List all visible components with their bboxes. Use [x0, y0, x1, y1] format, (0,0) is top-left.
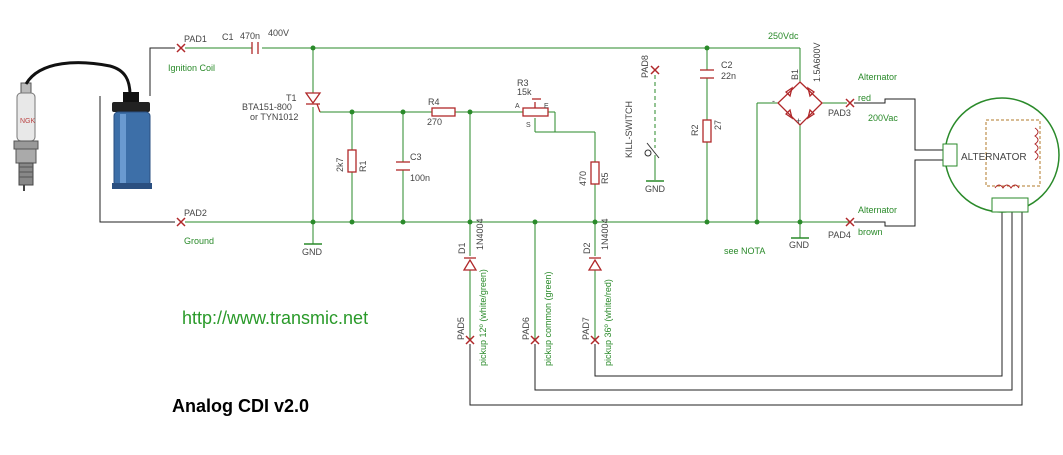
gnd-bridge: GND [789, 240, 809, 250]
gnd-kill: GND [645, 184, 665, 194]
pad5-label: PAD5 [456, 317, 466, 340]
spark-plug-icon: NGK [13, 82, 39, 191]
pickup6-label: pickup common (green) [543, 271, 553, 366]
kill-switch-label: KILL-SWITCH [624, 100, 634, 158]
pad8-label: PAD8 [640, 55, 650, 78]
r1-value: 2k7 [335, 157, 345, 172]
r3-value: 15k [517, 87, 532, 97]
pad2-label: PAD2 [184, 208, 207, 218]
t1-part: BTA151-800 [242, 102, 292, 112]
r4-name: R4 [428, 97, 440, 107]
brown-label: brown [858, 227, 883, 237]
see-nota-label: see NOTA [724, 246, 766, 256]
pad7-label: PAD7 [581, 317, 591, 340]
v250-label: 250Vdc [768, 31, 799, 41]
r5-name: R5 [600, 172, 610, 184]
r3-a: A [515, 103, 520, 110]
pad1-label: PAD1 [184, 34, 207, 44]
pad4-label: PAD4 [828, 230, 851, 240]
alternator-label-2: Alternator [858, 205, 898, 215]
c3-name: C3 [410, 152, 422, 162]
b1-name: B1 [790, 68, 800, 80]
ground-label: Ground [184, 236, 215, 246]
pad3-label: PAD3 [828, 108, 851, 118]
t1-alt: or TYN1012 [250, 112, 299, 122]
bridge-plus: + [796, 116, 802, 126]
r2-value: 27 [713, 119, 723, 130]
r3-name: R3 [517, 78, 529, 88]
alternator-text: ALTERNATOR [961, 152, 1027, 163]
d2-name: D2 [582, 242, 592, 254]
r5-value: 470 [578, 170, 588, 186]
d1-name: D1 [457, 242, 467, 254]
pickup7-label: pickup 36º (white/red) [603, 279, 613, 366]
red-label: red [858, 93, 872, 103]
ignition-coil-label: Ignition Coil [168, 63, 216, 73]
d2-part: 1N4004 [600, 218, 610, 250]
r3-e: E [544, 103, 549, 110]
website-link[interactable]: http://www.transmic.net [182, 308, 369, 328]
b1-part: 1.5A600V [812, 42, 822, 82]
pad6-label: PAD6 [521, 317, 531, 340]
bridge-minus: - [772, 96, 775, 106]
t1-name: T1 [286, 93, 297, 103]
c3-value: 100n [410, 173, 431, 183]
svg-text:NGK: NGK [20, 118, 36, 125]
c1-voltage: 400V [268, 28, 290, 38]
c1-name: C1 [222, 32, 234, 42]
ignition-coil-icon [112, 92, 152, 189]
v200-label: 200Vac [868, 113, 898, 123]
pickup5-label: pickup 12º (white/green) [478, 269, 488, 366]
r4-value: 270 [427, 117, 443, 127]
c2-name: C2 [721, 60, 733, 70]
r1-name: R1 [358, 160, 368, 172]
r3-s: S [526, 122, 531, 129]
r2-name: R2 [690, 124, 700, 136]
d1-part: 1N4004 [475, 218, 485, 250]
c1-value: 470n [240, 31, 261, 41]
c2-value: 22n [721, 71, 737, 81]
alternator-label-1: Alternator [858, 72, 898, 82]
alternator-icon [942, 97, 1060, 213]
page-title: Analog CDI v2.0 [172, 396, 310, 416]
gnd-t1: GND [302, 247, 322, 257]
